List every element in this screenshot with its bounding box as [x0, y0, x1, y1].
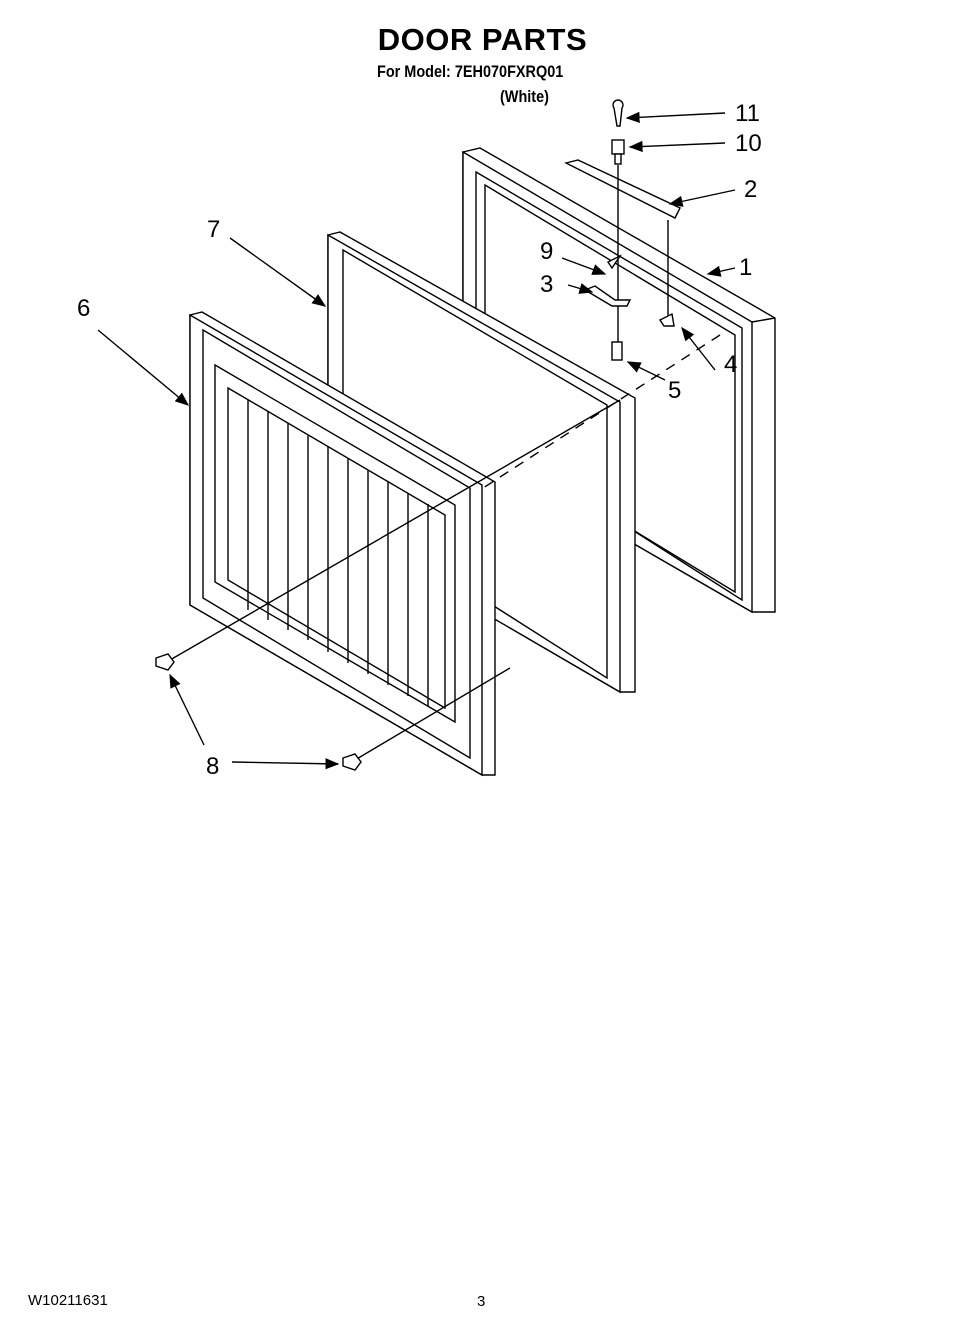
callout-3: 3 [540, 271, 553, 298]
page-number: 3 [477, 1293, 486, 1310]
model-color: (White) [500, 87, 549, 106]
screw-part-5 [611, 341, 623, 361]
document-number: W10211631 [28, 1292, 108, 1309]
callout-1: 1 [739, 254, 752, 281]
callout-labels: 1 2 3 4 5 6 7 8 9 10 11 [77, 100, 762, 780]
callout-11: 11 [735, 100, 760, 127]
callout-8: 8 [206, 753, 219, 780]
bushing-part-10 [611, 139, 625, 155]
liner-ribs [247, 400, 429, 706]
callout-9: 9 [540, 238, 553, 265]
hinge-hardware [155, 99, 721, 771]
model-number: For Model: 7EH070FXRQ01 [377, 62, 564, 81]
screw-part-8-b [342, 753, 362, 771]
callout-7: 7 [207, 216, 220, 243]
clip-part-4 [658, 312, 675, 327]
callout-10: 10 [735, 130, 762, 157]
screw-part-8-a [155, 653, 175, 671]
callout-4: 4 [724, 351, 737, 378]
hinge-bracket-part-3 [583, 285, 632, 307]
gasket-part-7 [327, 231, 636, 694]
callout-6: 6 [77, 295, 90, 322]
clip-part-9 [606, 254, 623, 270]
callout-5: 5 [668, 377, 681, 404]
hinge-cover-part-2 [564, 159, 681, 219]
pin-part-11 [612, 99, 624, 127]
callout-leaders [97, 111, 736, 770]
door-liner-part-6 [189, 311, 496, 777]
page-title: DOOR PARTS [377, 22, 588, 57]
callout-2: 2 [744, 176, 757, 203]
